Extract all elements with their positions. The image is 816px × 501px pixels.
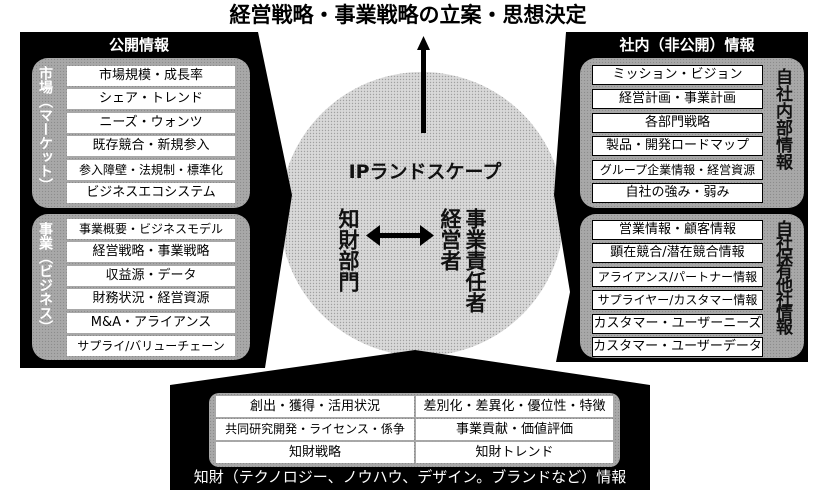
grid-cell: 創出・獲得・活用状況 [216, 396, 414, 417]
grid-cell: 共同研究開発・ライセンス・係争 [216, 419, 414, 440]
list-item: M&A・アライアンス [67, 313, 235, 333]
ip-landscape-label: IPランドスケープ [348, 161, 502, 183]
business-group-label: 事業（ビジネス） [37, 222, 53, 334]
ip-landscape-circle [280, 72, 564, 356]
internal-info-heading: 社内（非公開）情報 [619, 36, 755, 54]
list-item: 経営戦略・事業戦略 [67, 242, 235, 262]
list-item: 経営計画・事業計画 [592, 89, 763, 109]
list-item: カスタマー・ユーザーニーズ [592, 314, 763, 334]
grid-cell: 知財トレンド [416, 442, 613, 463]
arrow-up-icon [417, 36, 430, 133]
list-item: ミッション・ビジョン [592, 65, 763, 85]
list-item: ニーズ・ウォンツ [67, 113, 235, 133]
double-arrow-icon [366, 225, 434, 246]
list-item: 収益源・データ [67, 266, 235, 286]
list-item: 自社の強み・弱み [592, 183, 763, 203]
internal-group-label: 自社内部情報 [772, 68, 792, 170]
list-item: 事業概要・ビジネスモデル [67, 219, 235, 239]
list-item: グループ企業情報・経営資源 [592, 160, 763, 180]
grid-cell: 知財戦略 [216, 442, 414, 463]
grid-cell: 事業貢献・価値評価 [416, 419, 613, 440]
other-company-group-label: 自社保有他社情報 [772, 220, 792, 332]
list-item: 各部門戦略 [592, 113, 763, 133]
list-item: 参入障壁・法規制・標準化 [67, 160, 235, 180]
list-item: ビジネスエコシステム [67, 183, 235, 203]
page-title: 経営戦略・事業戦略の立案・思想決定 [229, 3, 587, 27]
list-item: 営業情報・顧客情報 [592, 220, 763, 240]
list-item: 市場規模・成長率 [67, 66, 235, 86]
list-item: 財務状況・経営資源 [67, 289, 235, 309]
business-manager-label: 事業責任者 [463, 208, 487, 313]
list-item: サプライヤー/カスタマー情報 [592, 290, 763, 310]
public-info-heading: 公開情報 [108, 36, 169, 54]
list-item: 顕在競合/潜在競合情報 [592, 243, 763, 263]
executive-label: 経営者 [438, 208, 462, 271]
grid-cell: 差別化・差異化・優位性・特徴 [416, 396, 613, 417]
list-item: シェア・トレンド [67, 89, 235, 109]
ip-department-label: 知財部門 [336, 208, 360, 292]
list-item: アライアンス/パートナー情報 [592, 267, 763, 287]
list-item: カスタマー・ユーザーデータ [592, 337, 763, 357]
list-item: 製品・開発ロードマップ [592, 136, 763, 156]
ip-info-caption: 知財（テクノロジー、ノウハウ、デザイン。ブランドなど）情報 [193, 468, 627, 486]
list-item: 既存競合・新規参入 [67, 136, 235, 156]
list-item: サプライ/バリューチェーン [67, 336, 235, 356]
market-group-label: 市場（マーケット） [37, 66, 53, 192]
